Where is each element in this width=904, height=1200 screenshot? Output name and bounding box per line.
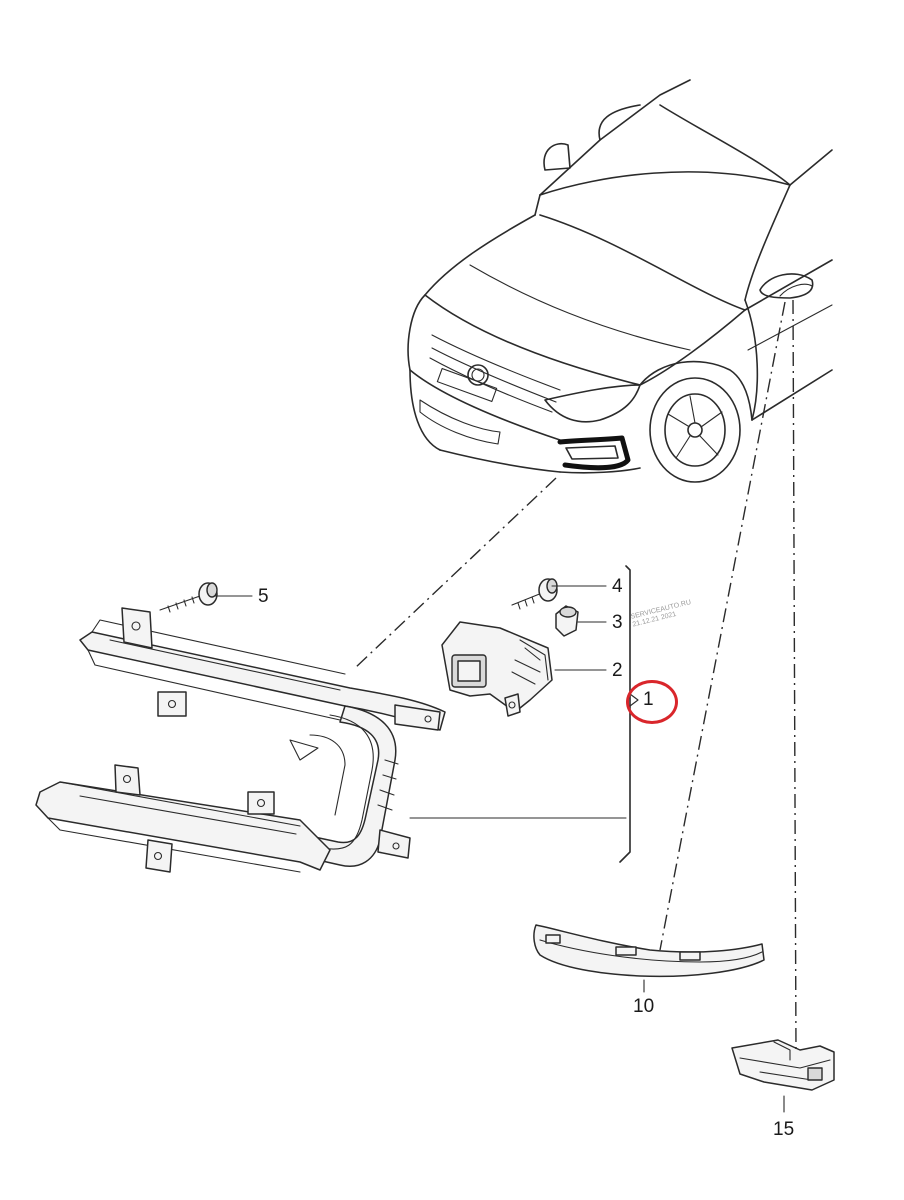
car-illustration: [407, 79, 833, 483]
screw-5: [159, 582, 218, 613]
callout-2: 2: [612, 660, 623, 681]
screw-4: [511, 578, 558, 610]
highlight-circle: [626, 680, 678, 724]
callout-10: 10: [633, 996, 655, 1017]
light-strip-10: [533, 924, 765, 978]
control-module-15: [731, 1039, 835, 1091]
clip-3: [555, 605, 579, 637]
callout-4: 4: [612, 576, 623, 597]
fog-light-frame: [35, 607, 446, 873]
leader-lines: [213, 299, 797, 1113]
callout-3: 3: [612, 612, 623, 633]
callout-5: 5: [258, 586, 269, 607]
callout-15: 15: [773, 1119, 795, 1140]
fog-lamp-2: [441, 621, 553, 717]
